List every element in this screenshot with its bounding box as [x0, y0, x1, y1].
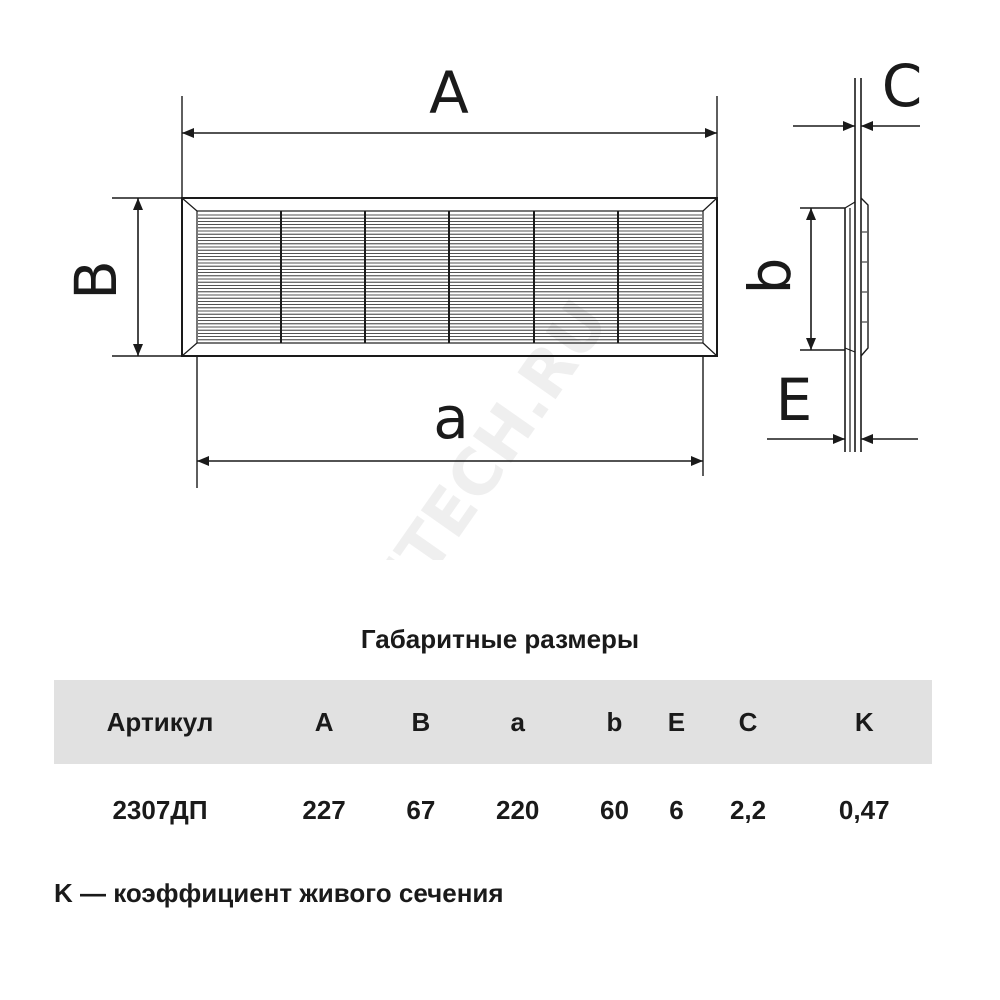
header-A: A	[266, 680, 383, 764]
table-row: 2307ДП 227 67 220 60 6 2,2 0,47	[54, 764, 932, 856]
technical-drawing: SANTECH.RU A a B	[62, 52, 923, 560]
grille-ribs	[280, 211, 619, 343]
grille-front-view	[181, 197, 718, 357]
table-title: Габаритные размеры	[360, 624, 640, 654]
footnote: K — коэффициент живого сечения	[54, 878, 504, 908]
header-article: Артикул	[54, 680, 266, 764]
label-A: A	[429, 59, 469, 127]
cell-B: 67	[406, 794, 436, 825]
dimension-a	[196, 356, 704, 488]
label-b: b	[736, 258, 804, 295]
dimensions-table: Артикул A B a b E C K 2307ДП 227 67 220 …	[54, 680, 932, 856]
header-b: b	[575, 680, 654, 764]
cell-a: 220	[496, 794, 540, 825]
header-K: K	[796, 680, 932, 764]
cell-b: 60	[600, 794, 629, 825]
dimension-B	[112, 197, 182, 357]
cell-A: 227	[302, 794, 346, 825]
cell-C: 2,2	[729, 794, 767, 825]
dimension-A	[181, 96, 718, 198]
dimension-b	[800, 207, 845, 351]
cell-K: 0,47	[838, 794, 890, 825]
label-B: B	[62, 260, 130, 300]
label-a: a	[433, 384, 469, 452]
cell-E: 6	[669, 794, 684, 825]
header-C: C	[699, 680, 797, 764]
table-header-row: Артикул A B a b E C K	[54, 680, 932, 764]
label-E: E	[776, 366, 813, 434]
header-a: a	[459, 680, 576, 764]
label-C: C	[882, 52, 923, 120]
header-E: E	[653, 680, 700, 764]
grille-side-view	[844, 78, 869, 452]
header-B: B	[382, 680, 460, 764]
cell-article: 2307ДП	[112, 794, 208, 825]
